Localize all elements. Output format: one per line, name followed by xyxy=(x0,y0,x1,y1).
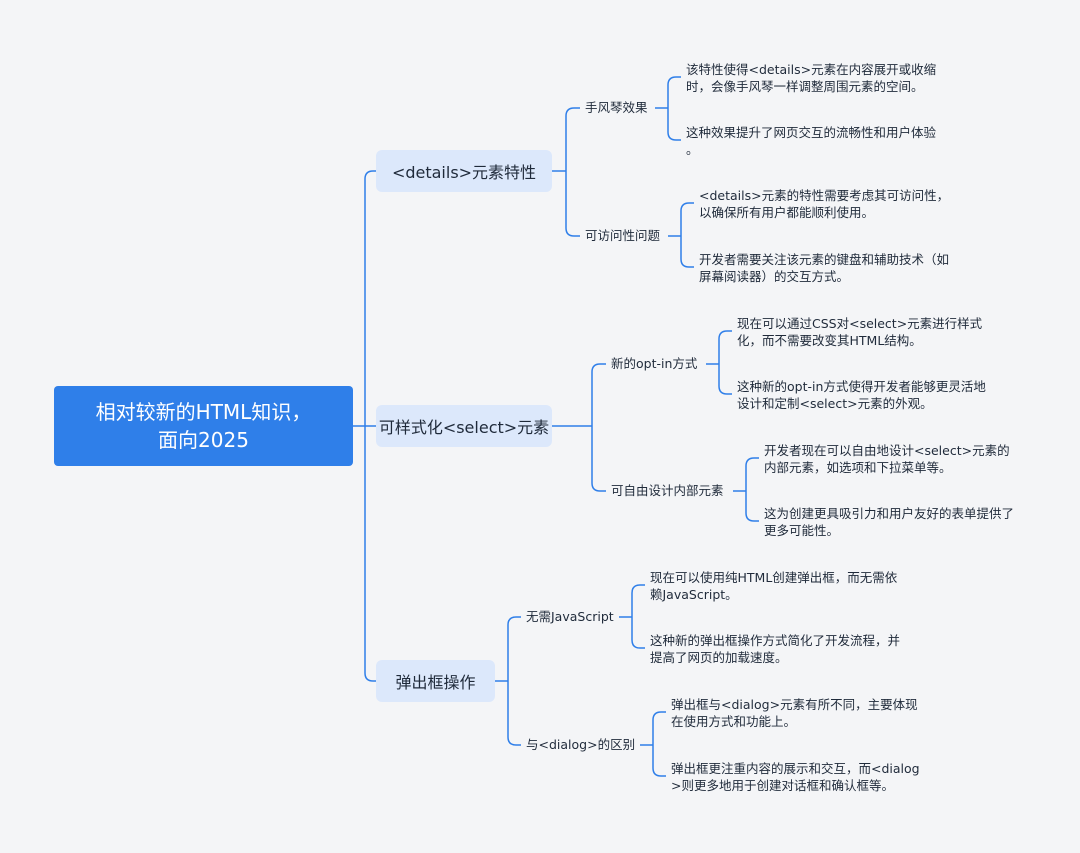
connector-line-8 xyxy=(591,363,606,426)
connector-line-1 xyxy=(364,170,376,426)
connector-line-24 xyxy=(745,491,759,522)
connector-line-18 xyxy=(680,236,694,268)
leaf-accordion-1: 该特性使得<details>元素在内容展开或收缩 时，会像手风琴一样调整周围元素… xyxy=(686,62,937,94)
subtopic-inner-elements[interactable]: 可自由设计内部元素 xyxy=(611,483,724,498)
branch-select-label: 可样式化<select>元素 xyxy=(378,418,550,437)
connector-line-20 xyxy=(718,330,732,364)
connector-line-11 xyxy=(507,616,521,681)
leaf-inner-elements-1: 开发者现在可以自由地设计<select>元素的 内部元素，如选项和下拉菜单等。 xyxy=(764,443,1010,475)
connector-line-23 xyxy=(745,457,759,491)
connector-line-26 xyxy=(631,584,645,617)
leaf-no-javascript-2: 这种新的弹出框操作方式简化了开发流程，并 提高了网页的加载速度。 xyxy=(650,633,901,665)
branch-popover-label: 弹出框操作 xyxy=(395,673,476,692)
subtopic-accessibility[interactable]: 可访问性问题 xyxy=(585,228,661,243)
leaf-accordion-2: 这种效果提升了网页交互的流畅性和用户体验 。 xyxy=(686,125,937,157)
root-node[interactable]: 相对较新的HTML知识， 面向2025 xyxy=(54,386,353,466)
branch-details[interactable]: <details>元素特性 xyxy=(376,150,552,192)
connector-line-30 xyxy=(652,745,666,777)
connector-line-12 xyxy=(507,681,521,746)
leaf-dialog-difference-2: 弹出框更注重内容的展示和交互，而<dialog >则更多地用于创建对话框和确认框… xyxy=(671,761,920,793)
connector-line-17 xyxy=(680,202,694,236)
subtopic-opt-in[interactable]: 新的opt-in方式 xyxy=(611,356,698,371)
subtopic-accordion[interactable]: 手风琴效果 xyxy=(585,100,648,115)
connector-line-14 xyxy=(667,76,681,108)
leaf-accessibility-1: <details>元素的特性需要考虑其可访问性， 以确保所有用户都能顺利使用。 xyxy=(699,188,950,220)
connector-line-27 xyxy=(631,617,645,649)
leaf-dialog-difference-1: 弹出框与<dialog>元素有所不同，主要体现 在使用方式和功能上。 xyxy=(671,697,918,729)
connector-line-3 xyxy=(364,426,376,682)
leaf-no-javascript-1: 现在可以使用纯HTML创建弹出框，而无需依 赖JavaScript。 xyxy=(650,570,898,602)
connector-line-5 xyxy=(565,107,580,171)
connector-line-6 xyxy=(565,171,580,237)
leaf-opt-in-2: 这种新的opt-in方式使得开发者能够更灵活地 设计和定制<select>元素的… xyxy=(737,379,986,411)
connector-line-9 xyxy=(591,426,606,492)
connector-line-21 xyxy=(718,364,732,395)
leaf-opt-in-1: 现在可以通过CSS对<select>元素进行样式 化，而不需要改变其HTML结构… xyxy=(737,316,983,348)
branch-select[interactable]: 可样式化<select>元素 xyxy=(376,405,552,447)
leaf-inner-elements-2: 这为创建更具吸引力和用户友好的表单提供了 更多可能性。 xyxy=(764,506,1015,538)
root-node-label: 相对较新的HTML知识， 面向2025 xyxy=(95,400,312,452)
subtopic-dialog-difference[interactable]: 与<dialog>的区别 xyxy=(526,737,636,752)
branch-popover[interactable]: 弹出框操作 xyxy=(376,660,495,702)
connector-line-15 xyxy=(667,108,681,141)
connector-line-29 xyxy=(652,711,666,745)
leaf-accessibility-2: 开发者需要关注该元素的键盘和辅助技术（如 屏幕阅读器）的交互方式。 xyxy=(699,252,950,284)
branch-details-label: <details>元素特性 xyxy=(391,163,537,182)
subtopic-no-javascript[interactable]: 无需JavaScript xyxy=(526,609,614,624)
